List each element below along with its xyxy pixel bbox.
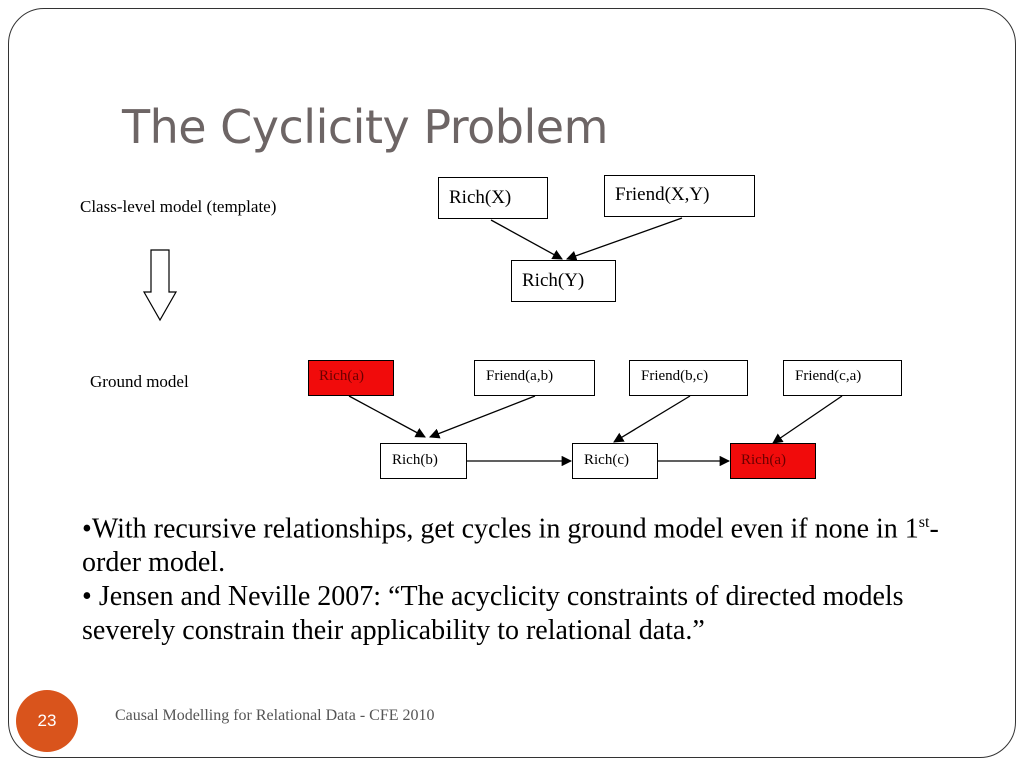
- bullet-marker: •: [82, 581, 92, 613]
- class-level-label: Class-level model (template): [80, 197, 277, 216]
- node-friend-x-y: Friend(X,Y): [604, 175, 755, 217]
- edge-friendab-richb: [429, 395, 536, 439]
- footer-text: Causal Modelling for Relational Data - C…: [115, 707, 435, 724]
- slide-number-badge: 23: [16, 690, 78, 752]
- ground-model-label: Ground model: [90, 372, 189, 391]
- node-ground-friend-b-c: Friend(b,c): [629, 360, 748, 396]
- node-ground-rich-a-bottom: Rich(a): [730, 443, 816, 479]
- bullet-marker: •: [82, 513, 92, 545]
- edge-richx-richy: [490, 219, 563, 260]
- bullet-list: •With recursive relationships, get cycle…: [82, 506, 942, 648]
- bullet-text-1b: -order model.: [82, 513, 939, 579]
- slide-frame: [8, 8, 1016, 758]
- node-rich-y: Rich(Y): [511, 260, 616, 302]
- bullet-item: • Jensen and Neville 2007: “The acyclici…: [82, 580, 942, 648]
- edge-richa-richb: [348, 395, 426, 438]
- node-rich-x: Rich(X): [438, 177, 548, 219]
- node-ground-rich-a-top: Rich(a): [308, 360, 394, 396]
- node-ground-friend-c-a: Friend(c,a): [783, 360, 902, 396]
- bullet-item: •With recursive relationships, get cycle…: [82, 506, 942, 580]
- node-ground-rich-c: Rich(c): [572, 443, 658, 479]
- bullet-superscript: st: [918, 514, 930, 531]
- node-ground-rich-b: Rich(b): [380, 443, 467, 479]
- slide-title: The Cyclicity Problem: [122, 100, 608, 154]
- node-ground-friend-a-b: Friend(a,b): [474, 360, 595, 396]
- edge-friendca-richa: [772, 395, 843, 444]
- edge-friendxy-richy: [566, 217, 683, 261]
- edge-friendbc-richc: [613, 395, 691, 443]
- bullet-text-2: Jensen and Neville 2007: “The acyclicity…: [82, 581, 904, 647]
- bullet-text-1a: With recursive relationships, get cycles…: [91, 513, 919, 545]
- down-arrow-icon: [142, 249, 178, 322]
